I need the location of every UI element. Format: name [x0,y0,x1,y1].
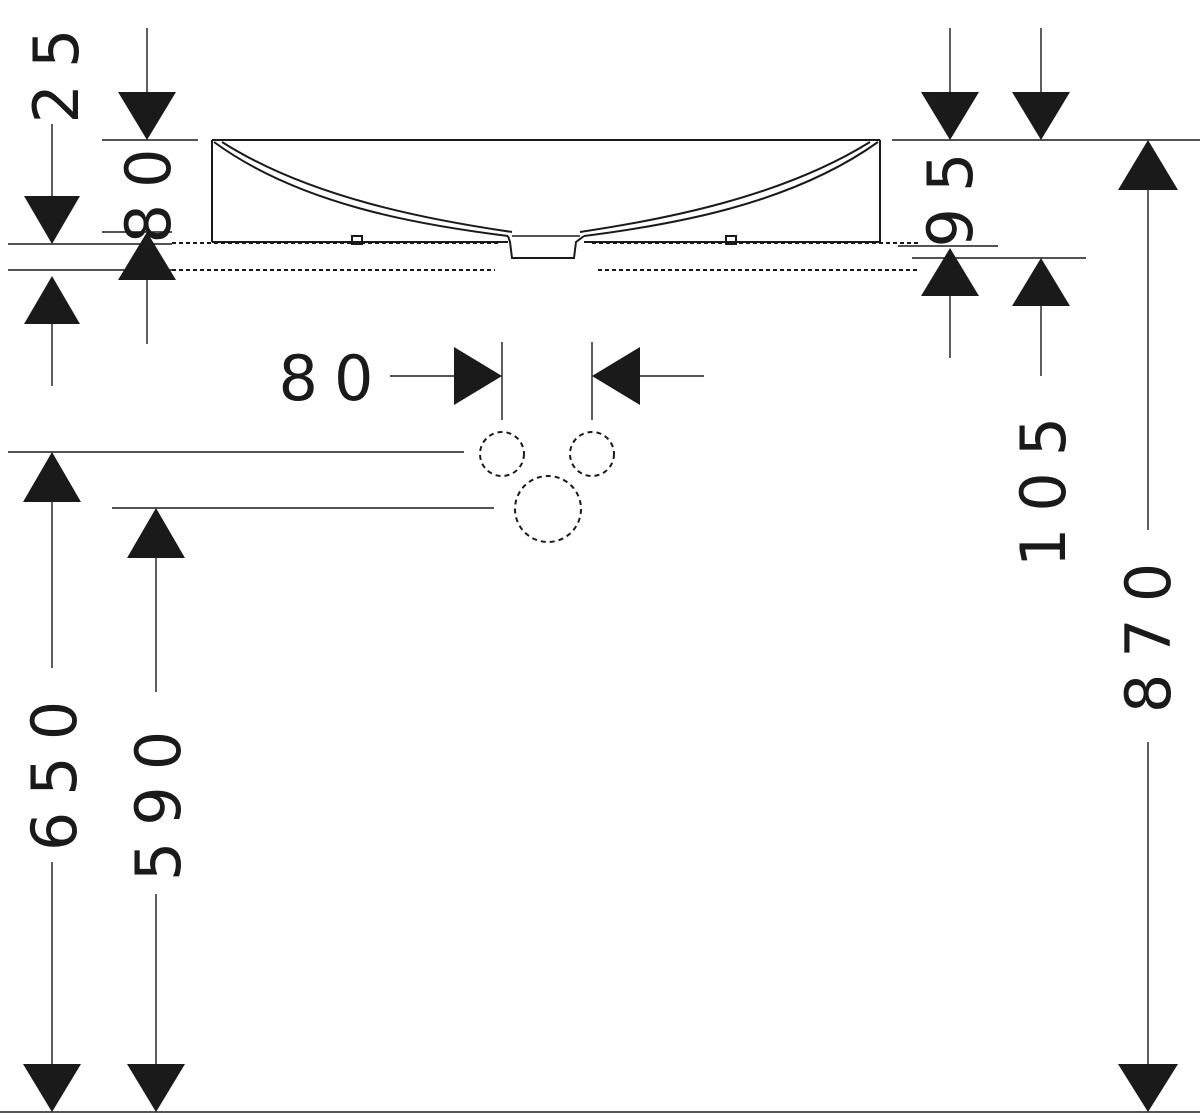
dim-870: 870 [1112,140,1185,1112]
dim-870-arrow-up [1118,140,1178,190]
dim-870-label: 870 [1112,547,1185,713]
extension-lines [0,139,1200,1113]
dim-25-arrow-up [24,276,80,324]
connection-circle-left [479,431,525,477]
dim-95-arrow-up [921,248,979,296]
dim-25: 25 [20,13,176,386]
dim-95-arrow-down [921,92,979,140]
dim-80-top-label: 80 [112,133,185,244]
dim-95-label: 95 [914,137,987,248]
dim-105: 105 [1007,28,1080,567]
dim-80-spacing-label: 80 [279,342,390,415]
connection-circle-right [569,431,615,477]
dim-105-label: 105 [1007,401,1080,567]
dim-25-label: 25 [20,13,93,124]
dim-80-spacing-arrow-left [592,347,640,405]
basin-profile [172,139,920,271]
dim-80-spacing-arrow-right [454,347,502,405]
pipe-connections [479,431,615,543]
dim-590-arrow-down [127,1064,185,1112]
dim-80-top-arrow-up [118,232,176,280]
dim-590: 590 [122,508,195,1112]
dim-105-arrow-up [1012,258,1070,306]
dim-650-label: 650 [18,685,91,851]
dim-80-spacing: 80 [279,342,704,415]
dim-650-arrow-up [23,452,81,502]
dim-590-label: 590 [122,715,195,881]
dim-650: 650 [18,452,91,1112]
dim-590-arrow-up [127,508,185,558]
dim-870-arrow-down [1118,1064,1178,1112]
dim-95: 95 [914,28,987,358]
dim-105-arrow-down [1012,92,1070,140]
dim-25-arrow-down [118,92,176,140]
dim-25-arrow-down-lower [24,196,80,244]
dim-80-top: 80 [112,133,185,344]
dim-650-arrow-down [23,1064,81,1112]
drain-circle [514,475,582,543]
